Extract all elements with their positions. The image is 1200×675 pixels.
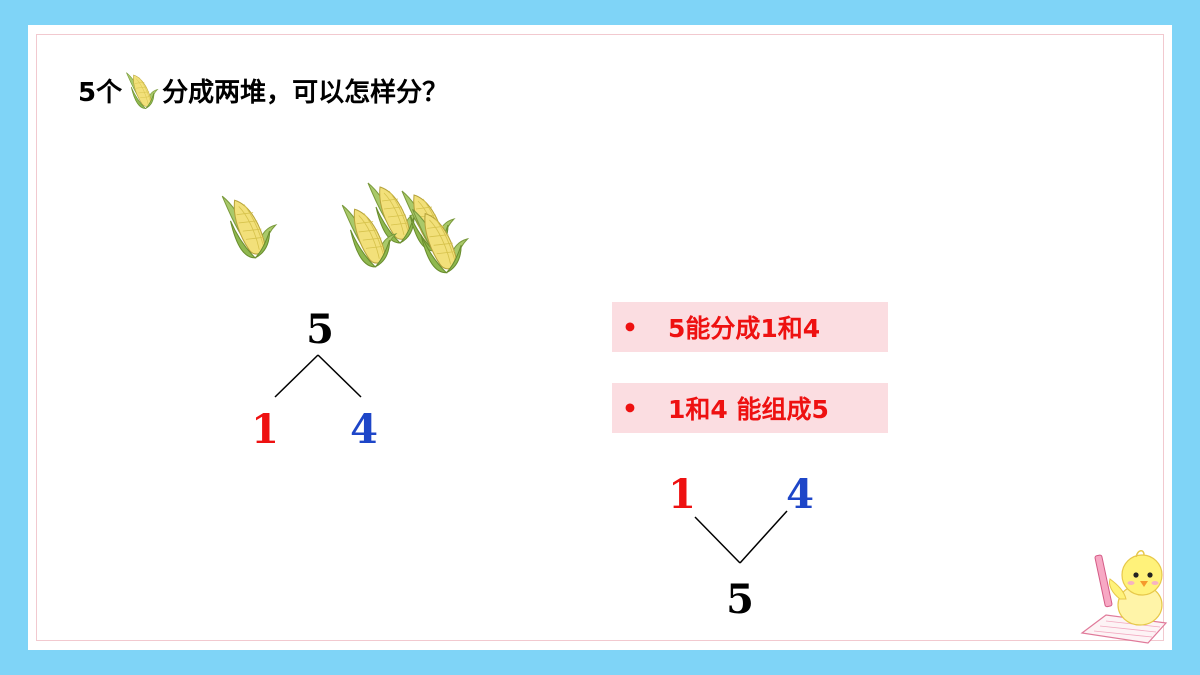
question-title: 5个 分成两堆，可以怎样分？ [78, 65, 448, 115]
statement-split: • 5能分成1和4 [612, 302, 888, 352]
slide: 5个 分成两堆，可以怎样分？ 5 1 4 • 5能分成1和4 • 1和4 能组成… [28, 25, 1172, 650]
split-right-number: 4 [350, 406, 378, 453]
title-prefix: 5个 [78, 77, 123, 108]
slide-border [36, 34, 1164, 641]
statement-compose: • 1和4 能组成5 [612, 383, 888, 433]
compose-left-number: 1 [668, 471, 696, 518]
compose-whole-number: 5 [726, 576, 754, 623]
split-whole-number: 5 [306, 306, 334, 353]
bullet: • [622, 393, 638, 423]
bullet: • [622, 312, 638, 342]
chick-writing-icon [1080, 550, 1168, 644]
statement-text: 5能分成1和4 [668, 314, 821, 343]
compose-lines [694, 510, 788, 564]
split-lines [274, 354, 362, 398]
compose-right-number: 4 [786, 471, 814, 518]
title-suffix: 分成两堆，可以怎样分？ [162, 77, 449, 108]
statement-text: 1和4 能组成5 [668, 395, 829, 424]
split-left-number: 1 [251, 406, 279, 453]
